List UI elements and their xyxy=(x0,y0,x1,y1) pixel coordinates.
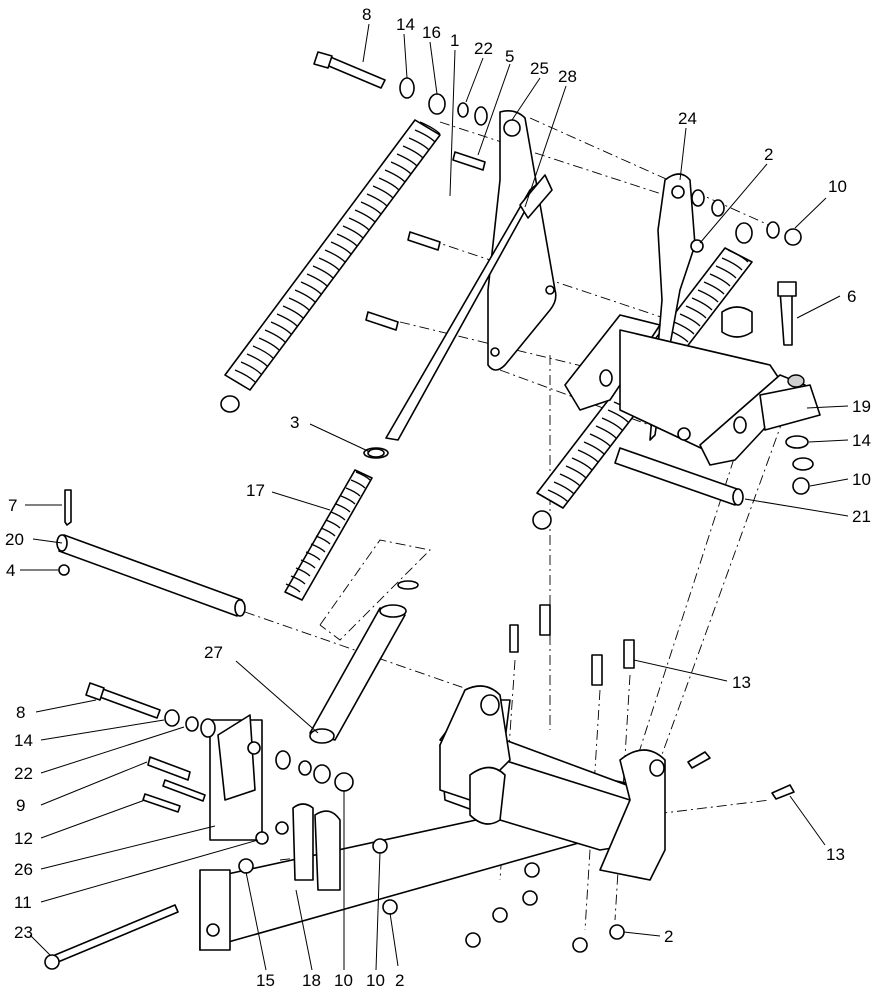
bolt-mid-a xyxy=(407,231,441,251)
callout-10-top: 10 xyxy=(828,177,847,196)
callout-17: 17 xyxy=(246,481,265,500)
callout-19: 19 xyxy=(852,397,871,416)
bolt-5 xyxy=(452,151,486,171)
spring-small xyxy=(284,469,373,601)
lower-frame xyxy=(199,685,666,951)
callout-25: 25 xyxy=(530,59,549,78)
callout-14-left: 14 xyxy=(14,731,33,750)
callout-10-bottom-a: 10 xyxy=(334,971,353,990)
bolt-8-top xyxy=(313,51,386,89)
spring-left xyxy=(220,93,446,413)
bolt-6 xyxy=(777,281,797,346)
shaft-20 xyxy=(56,534,246,617)
bolts-13-vertical xyxy=(509,604,635,686)
callout-26: 26 xyxy=(14,860,33,879)
callout-27: 27 xyxy=(204,643,223,662)
plate-25 xyxy=(487,110,557,371)
callout-9: 9 xyxy=(16,796,25,815)
leader-lines xyxy=(20,23,849,971)
washers-upper xyxy=(399,77,814,495)
callout-labels: 8 14 16 1 22 5 25 28 24 2 10 6 19 14 10 … xyxy=(5,5,871,990)
callout-13-right: 13 xyxy=(826,845,845,864)
callout-7: 7 xyxy=(8,496,17,515)
callout-15: 15 xyxy=(256,971,275,990)
callout-18: 18 xyxy=(302,971,321,990)
callout-22-top: 22 xyxy=(474,39,493,58)
callout-12: 12 xyxy=(14,829,33,848)
callout-14-top: 14 xyxy=(396,15,415,34)
callout-16: 16 xyxy=(422,23,441,42)
callout-20: 20 xyxy=(5,530,24,549)
callout-11: 11 xyxy=(14,893,32,912)
callout-13-mid: 13 xyxy=(732,673,751,692)
callout-28: 28 xyxy=(558,67,577,86)
callout-14-right: 14 xyxy=(852,431,871,450)
callout-6: 6 xyxy=(847,287,856,306)
callout-8-left: 8 xyxy=(16,703,25,722)
callout-5: 5 xyxy=(505,47,514,66)
callout-4: 4 xyxy=(6,561,15,580)
callout-24: 24 xyxy=(678,109,697,128)
callout-2-bottom-b: 2 xyxy=(664,927,673,946)
bolt-8-left xyxy=(85,682,161,719)
callout-10-right: 10 xyxy=(852,470,871,489)
callout-23: 23 xyxy=(14,923,33,942)
bolt-mid-b xyxy=(365,311,399,331)
callout-2-bottom-a: 2 xyxy=(395,971,404,990)
bolts-13-horizontal xyxy=(687,751,795,800)
callout-22-left: 22 xyxy=(14,764,33,783)
bolt-12 xyxy=(142,779,206,813)
nut-4 xyxy=(58,564,70,576)
callout-1: 1 xyxy=(450,31,459,50)
bolt-23 xyxy=(44,904,179,970)
bolt-9 xyxy=(147,756,191,781)
callout-21: 21 xyxy=(852,507,871,526)
callout-10-bottom-b: 10 xyxy=(366,971,385,990)
callout-3: 3 xyxy=(290,413,299,432)
pin-7 xyxy=(64,489,72,526)
callout-8-top: 8 xyxy=(362,5,371,24)
callout-2-top: 2 xyxy=(764,145,773,164)
tube-27 xyxy=(309,448,419,744)
shaft-21 xyxy=(614,447,744,506)
upper-frame xyxy=(564,306,821,466)
